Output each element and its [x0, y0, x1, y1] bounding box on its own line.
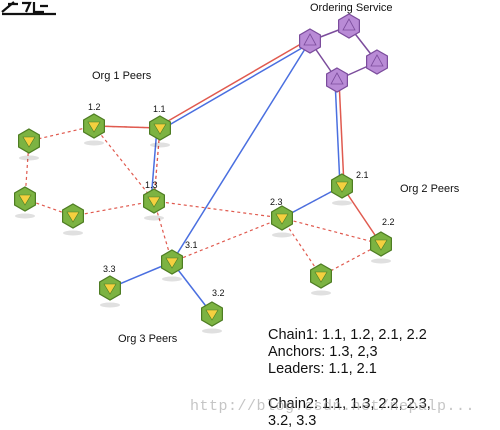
peer-label-2-3: 2.3: [270, 197, 283, 207]
orderer-node: [366, 49, 388, 75]
peer-node: [370, 231, 392, 264]
peer-node: [271, 205, 293, 238]
peer-down-arrow-icon: [335, 181, 349, 193]
peer-node: [201, 301, 223, 334]
node-shadow: [100, 302, 120, 308]
orderer-hexagon: [299, 28, 321, 54]
peer-label-3-2: 3.2: [212, 288, 225, 298]
chain1-link: [158, 38, 310, 127]
chain2-link: [160, 42, 312, 131]
peer-label-1-2: 1.2: [88, 102, 101, 112]
peer-node: [143, 188, 165, 221]
peer-down-arrow-icon: [314, 271, 328, 283]
orderer-hexagon: [338, 13, 360, 39]
node-shadow: [332, 200, 352, 206]
gossip-link: [72, 200, 155, 217]
gossip-link: [153, 200, 283, 219]
org2-peers-label: Org 2 Peers: [400, 183, 460, 195]
chain1-members: Chain1: 1.1, 1.2, 2.1, 2.2: [268, 327, 427, 343]
chain2-link: [334, 80, 341, 187]
node-shadow: [144, 215, 164, 221]
orderer-node: [326, 67, 348, 93]
peer-node: [61, 203, 85, 236]
node-shadow: [311, 290, 331, 296]
cropped-title-fragment: [1, 1, 56, 16]
gossip-link: [153, 127, 161, 202]
peer-node: [14, 186, 37, 219]
peer-label-3-1: 3.1: [185, 240, 198, 250]
orderer-facet-icon: [303, 33, 317, 46]
peer-down-arrow-icon: [374, 239, 388, 251]
peer-down-arrow-icon: [147, 196, 161, 208]
peer-down-arrow-icon: [103, 283, 117, 295]
chain1-link: [341, 185, 382, 245]
peer-down-arrow-icon: [165, 257, 179, 269]
orderer-node: [299, 28, 321, 54]
org3-peers-label: Org 3 Peers: [118, 333, 178, 345]
peer-label-1-1: 1.1: [153, 104, 166, 114]
peer-node: [161, 249, 183, 282]
peer-down-arrow-icon: [18, 194, 32, 206]
peer-node: [18, 128, 41, 161]
node-shadow: [150, 142, 170, 148]
peer-node: [331, 173, 353, 206]
orderer-facet-icon: [370, 54, 384, 67]
gossip-link: [93, 125, 155, 202]
org1-peers-label: Org 1 Peers: [92, 70, 152, 82]
peer-down-arrow-icon: [275, 213, 289, 225]
orderer-facet-icon: [330, 72, 344, 85]
node-shadow: [162, 276, 182, 282]
node-shadow: [371, 258, 391, 264]
nodes: [14, 13, 392, 334]
peer-down-arrow-icon: [66, 211, 80, 223]
peer-label-3-3: 3.3: [103, 264, 116, 274]
gossip-link: [153, 200, 173, 263]
orderer-facet-icon: [342, 18, 356, 31]
node-shadow: [19, 155, 39, 161]
chain1-link: [338, 79, 345, 186]
chain2-link: [150, 127, 158, 201]
gossip-link: [171, 217, 283, 263]
ordering-service-label: Ordering Service: [310, 2, 393, 14]
peer-down-arrow-icon: [87, 121, 101, 133]
watermark: http://blog.csdn.net/nepalp...: [190, 398, 476, 415]
chain2-members: Chain2: 1.1, 1.3, 2.2, 2.3,: [268, 396, 431, 412]
gossip-link: [281, 217, 382, 245]
chain2-members-cont: 3.2, 3.3: [268, 413, 317, 429]
peer-down-arrow-icon: [205, 309, 219, 321]
peer-node: [310, 263, 332, 296]
node-shadow: [15, 213, 35, 219]
peer-node: [98, 275, 122, 308]
peer-down-arrow-icon: [22, 136, 36, 148]
anchors-list: Anchors: 1.3, 2,3: [268, 344, 378, 360]
orderer-hexagon: [366, 49, 388, 75]
peer-label-1-3: 1.3: [145, 180, 158, 190]
leaders-list: Leaders: 1.1, 2.1: [268, 361, 377, 377]
node-shadow: [84, 140, 104, 146]
peer-node: [149, 115, 171, 148]
peer-node: [82, 113, 106, 146]
peer-down-arrow-icon: [153, 123, 167, 135]
node-shadow: [202, 328, 222, 334]
chain2-link: [171, 40, 311, 263]
orderer-hexagon: [326, 67, 348, 93]
node-shadow: [63, 230, 83, 236]
node-shadow: [272, 232, 292, 238]
peer-label-2-1: 2.1: [356, 170, 369, 180]
orderer-node: [338, 13, 360, 39]
peer-label-2-2: 2.2: [382, 217, 395, 227]
